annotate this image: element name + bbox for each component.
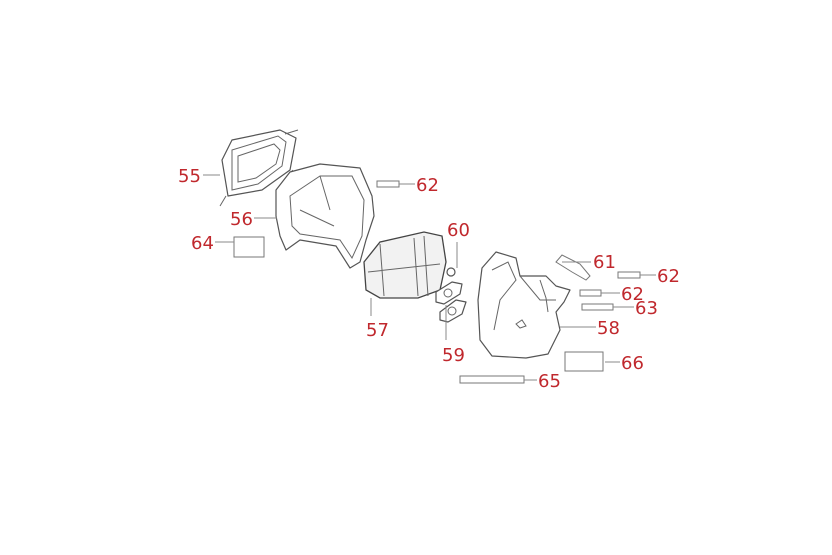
part-64-label (233, 236, 265, 258)
callout-66: 66 (621, 353, 644, 374)
callout-59: 59 (442, 345, 465, 366)
callout-62-right: 62 (657, 266, 680, 287)
leader-lines (203, 174, 656, 381)
callout-65: 65 (538, 371, 561, 392)
callout-62-top: 62 (416, 175, 439, 196)
callout-60: 60 (447, 220, 470, 241)
part-62-label-a (376, 180, 400, 188)
part-66-label (564, 351, 604, 372)
callout-61: 61 (593, 252, 616, 273)
callout-56: 56 (230, 209, 253, 230)
callout-57: 57 (366, 320, 389, 341)
part-62-label-b (617, 271, 641, 279)
callout-64: 64 (191, 233, 214, 254)
part-56-housing (275, 163, 375, 269)
callout-55: 55 (178, 166, 201, 187)
callout-62-middle: 62 (621, 284, 644, 305)
callout-58: 58 (597, 318, 620, 339)
part-60-nut (446, 267, 456, 277)
part-57-muffler (363, 231, 447, 299)
part-63-label (581, 303, 614, 311)
part-65-label (459, 375, 525, 384)
part-62-label-c (579, 289, 602, 297)
part-61-bracket (555, 254, 591, 281)
callout-63: 63 (635, 298, 658, 319)
part-58-cover (477, 251, 571, 359)
